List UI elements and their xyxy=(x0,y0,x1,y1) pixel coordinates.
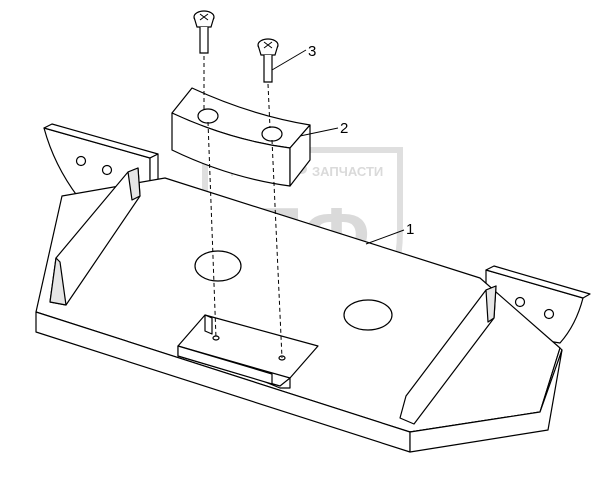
assembly-centerlines xyxy=(203,56,283,359)
screw-left xyxy=(193,10,215,54)
block-hole xyxy=(197,108,219,124)
callout-leaders xyxy=(271,49,405,245)
screw-right-part-3 xyxy=(257,38,279,83)
block-hole xyxy=(261,126,283,142)
plate-hole-left xyxy=(194,250,242,282)
plate-hole-right xyxy=(343,299,393,331)
base-plate-part-1 xyxy=(35,123,591,453)
slot-hole xyxy=(212,335,220,341)
callout-label-1: 1 xyxy=(406,221,414,238)
block-end-face xyxy=(289,124,311,187)
curved-block-part-2 xyxy=(171,87,311,187)
phillips-cross-icon xyxy=(263,41,273,49)
ear-hole xyxy=(543,308,555,320)
ear-hole xyxy=(514,296,526,308)
phillips-cross-icon xyxy=(199,13,209,21)
watermark-word-right: ЗАПЧАСТИ xyxy=(312,164,383,179)
ear-hole xyxy=(101,164,113,176)
ear-hole xyxy=(75,155,87,167)
plate-slot xyxy=(177,314,319,379)
callout-label-2: 2 xyxy=(340,120,348,137)
callout-label-3: 3 xyxy=(308,43,316,60)
